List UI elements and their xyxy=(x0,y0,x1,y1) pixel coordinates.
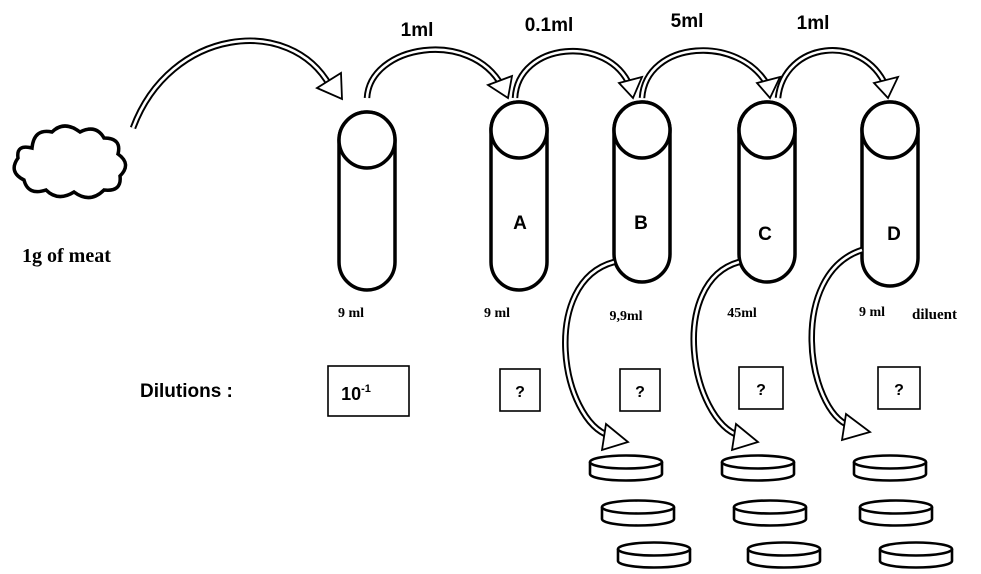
petri-dish-d-1 xyxy=(852,454,928,482)
sample-label: 1g of meat xyxy=(22,245,111,267)
dilution-base: 10 xyxy=(341,384,361,404)
petri-dish-b-2 xyxy=(600,499,676,527)
tube-volume-a: 9 ml xyxy=(484,306,510,321)
dilution-box-1 xyxy=(327,365,410,417)
plating-arrow-b xyxy=(562,258,630,452)
dilution-box-b xyxy=(619,368,661,412)
transfer-arrow-2 xyxy=(511,47,644,100)
petri-dish-d-3 xyxy=(878,541,954,569)
dilution-value-a: ? xyxy=(515,384,525,401)
petri-dish-c-2 xyxy=(732,499,808,527)
tube-volume-1: 9 ml xyxy=(338,306,364,321)
transfer-label-3: 5ml xyxy=(671,11,704,32)
petri-dish-b-3 xyxy=(616,541,692,569)
transfer-arrow-3 xyxy=(638,47,782,100)
dilutions-label: Dilutions : xyxy=(140,381,233,402)
transfer-arrow-4 xyxy=(774,47,900,100)
transfer-label-2: 0.1ml xyxy=(525,15,574,36)
tube-a xyxy=(489,100,549,292)
tube-letter-b: B xyxy=(634,213,648,234)
transfer-label-4: 1ml xyxy=(797,13,830,34)
meat-sample-icon xyxy=(12,124,128,200)
dilution-value-1: 10-1 xyxy=(341,383,371,404)
tube-volume-c: 45ml xyxy=(727,306,757,321)
dilution-value-d: ? xyxy=(894,382,904,399)
tube-1 xyxy=(337,110,397,292)
petri-dish-c-1 xyxy=(720,454,796,482)
tube-b xyxy=(612,100,672,284)
petri-dish-d-2 xyxy=(858,499,934,527)
petri-dish-b-1 xyxy=(588,454,664,482)
tube-letter-c: C xyxy=(758,224,772,245)
dilution-box-c xyxy=(738,366,784,410)
tube-d xyxy=(860,100,920,288)
transfer-arrow-sample xyxy=(129,37,343,130)
plating-arrow-d xyxy=(808,246,872,442)
transfer-arrow-1 xyxy=(363,46,514,100)
dilution-box-d xyxy=(877,366,921,410)
tube-volume-d: 9 ml xyxy=(859,305,885,320)
tube-letter-d: D xyxy=(887,224,901,245)
transfer-label-1: 1ml xyxy=(401,20,434,41)
dilution-box-a xyxy=(499,368,541,412)
dilution-exponent: -1 xyxy=(361,383,371,395)
tube-c xyxy=(737,100,797,284)
tube-letter-a: A xyxy=(513,213,527,234)
tube-volume-b: 9,9ml xyxy=(609,309,642,324)
plating-arrow-c xyxy=(690,258,760,452)
dilution-value-c: ? xyxy=(756,382,766,399)
petri-dish-c-3 xyxy=(746,541,822,569)
dilution-value-b: ? xyxy=(635,384,645,401)
diluent-label: diluent xyxy=(912,307,957,323)
